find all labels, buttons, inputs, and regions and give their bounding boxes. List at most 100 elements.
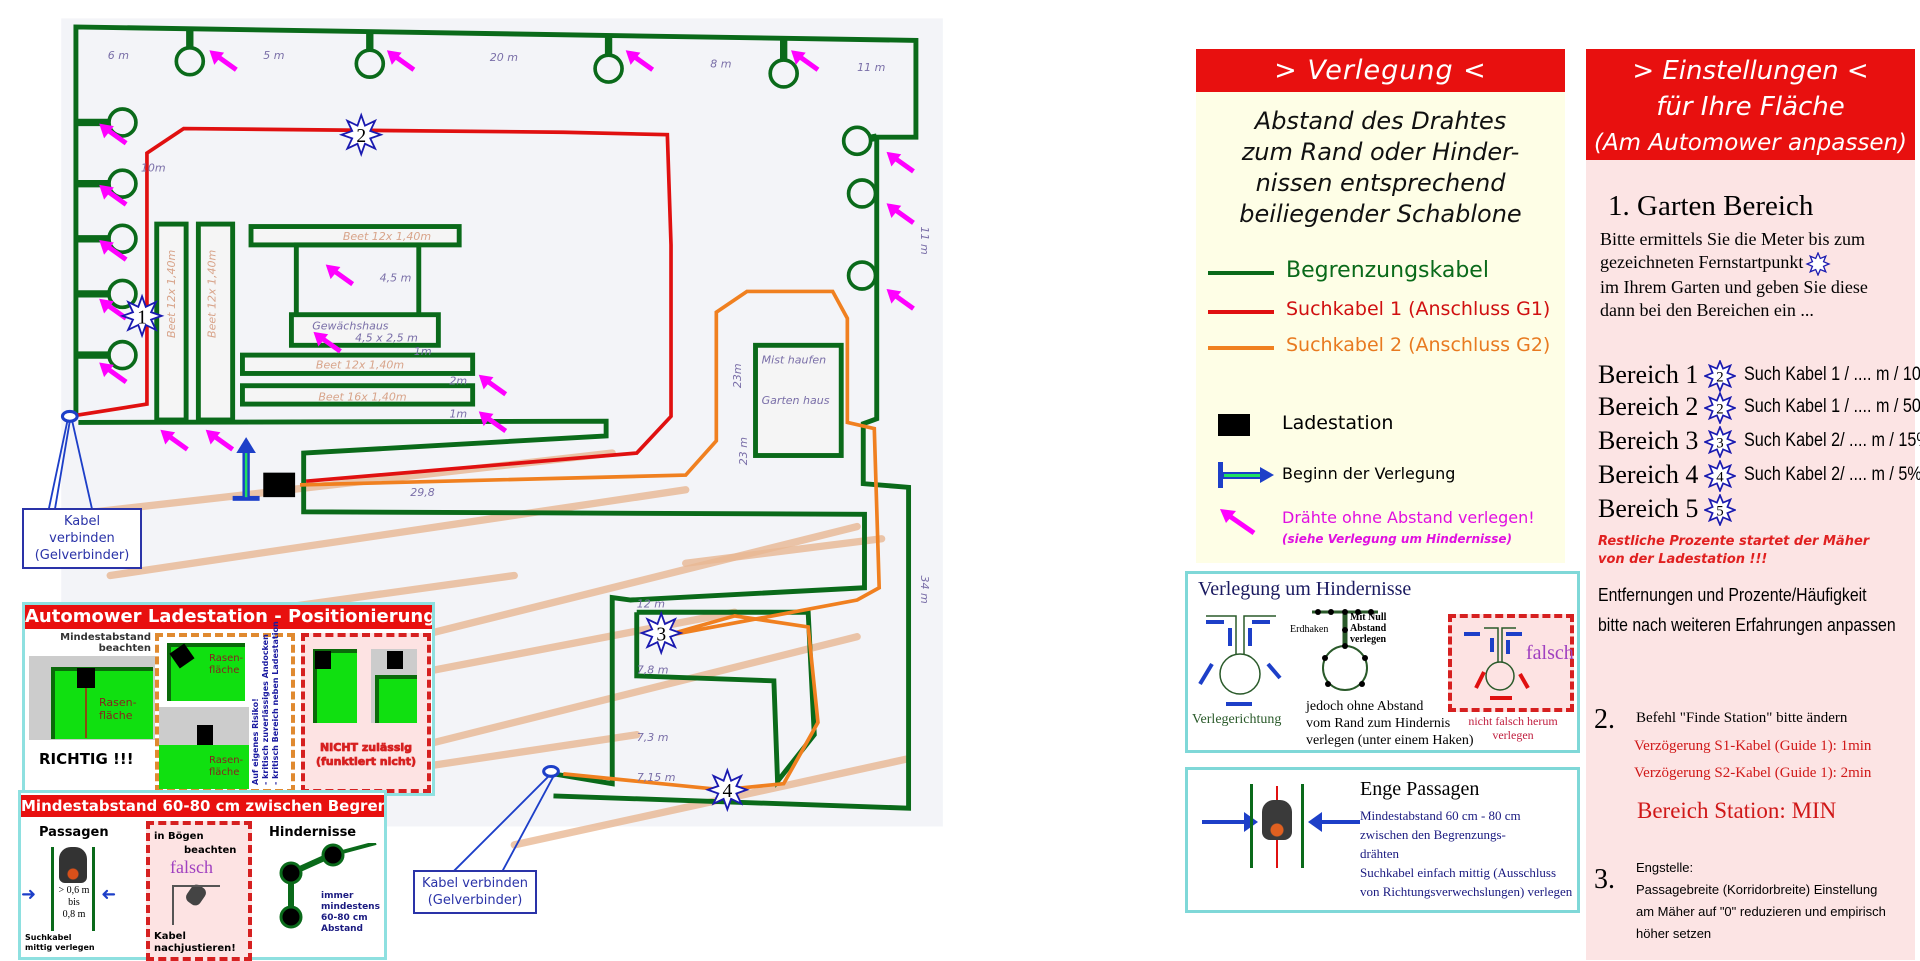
obstacle-loop [846, 178, 878, 209]
narrow-text: Mindestabstand 60 cm - 80 cm zwischen de… [1360, 806, 1572, 901]
no-gap-arrow-icon [478, 411, 508, 434]
text: verlegen (unter einem Haken) [1306, 733, 1474, 748]
section1-title: 1. Garten Bereich [1608, 190, 1814, 222]
section1-text: Bitte ermittels Sie die Meter bis zum ge… [1600, 228, 1868, 322]
obstacles-box-title: Verlegung um Hindernisse [1198, 578, 1412, 600]
text: - kritisch zuverlässiges Andocken [261, 634, 270, 785]
correct-loop-diagram [1198, 615, 1282, 706]
section2-title: Befehl "Finde Station" bitte ändern [1636, 710, 1848, 726]
correct-label: RICHTIG !!! [39, 750, 134, 768]
risk-note: Auf eigenes Risiko! - kritisch zuverläss… [251, 621, 281, 785]
no-gap-arrow-icon [386, 50, 416, 72]
text: Mindestabstand [60, 632, 151, 643]
connector-bottom-leader [501, 775, 555, 873]
mower-icon [59, 847, 87, 883]
text: Auf eigenes Risiko! [251, 698, 260, 785]
label: 6 m [108, 49, 129, 62]
narrow-passages-box: Enge Passagen Mindestabstand 60 cm - 80 … [1185, 767, 1580, 913]
text: > 0,6 m [58, 885, 90, 896]
text: drähten [1360, 846, 1399, 861]
text: fläche [209, 767, 240, 778]
text: zum Rand oder Hinder- [1241, 138, 1520, 166]
no-gap-note: (siehe Verlegung um Hindernisse) [1282, 532, 1513, 546]
guide-wire-2 [299, 289, 882, 792]
start-marker-icon [232, 437, 260, 501]
text: Verzögerung S2-Kabel (Guide 1): 2min [1634, 765, 1872, 781]
connector-left-callout: Kabel verbinden (Gelverbinder) [22, 508, 142, 569]
bed-vertical-1 [154, 221, 189, 423]
obstacle-loop [354, 48, 386, 79]
star-icon: 2 [1704, 360, 1736, 392]
area-label: Bereich 3 [1598, 426, 1699, 455]
obstacle-loop [107, 278, 138, 310]
star-number: 2 [1716, 370, 1723, 386]
text: Abstand des Drahtes [1254, 107, 1507, 135]
no-gap-arrow-icon [886, 288, 915, 311]
label: 23 m [737, 437, 750, 465]
star-number: 2 [1716, 402, 1723, 418]
text: Kabel [154, 931, 186, 942]
text: vom Rand zum Hindernis [1306, 716, 1451, 731]
label: Beet 12x 1,40m [343, 230, 431, 243]
garden-beds [154, 221, 844, 458]
section3-number: 3. [1594, 864, 1615, 895]
risk-example: Rasen-fläche Rasen-fläche Auf eigenes Ri… [155, 621, 295, 793]
lawn-area [375, 675, 417, 723]
arrow-left-icon: ➜ [101, 884, 117, 905]
label: 7,15 m [637, 771, 676, 784]
no-gap-arrow-icon [209, 50, 238, 72]
star-icon: 2 [338, 112, 384, 158]
area-value: Such Kabel 1 / .... m / 50% [1744, 396, 1920, 417]
hooks-label: Erdhaken [1290, 624, 1329, 635]
text: beiliegender Schablone [1239, 200, 1522, 228]
no-gap-arrow-icon [886, 203, 915, 225]
lawn-stripe [682, 535, 886, 567]
text: zwischen den Begrenzungs- [1360, 827, 1506, 842]
text: bitte nach weiteren Erfahrungen anpassen [1598, 615, 1896, 635]
panel-title: Mindestabstand 60-80 cm zwischen Begrenz… [21, 795, 384, 817]
label: 11 m [857, 61, 885, 74]
guide-wire-2-swatch [1208, 346, 1274, 350]
legend-intro: Abstand des Drahtes zum Rand oder Hinder… [1196, 106, 1565, 230]
boundary-inner [78, 418, 867, 787]
not-allowed-example: NICHT zulässig(funktiert nicht) [301, 633, 431, 793]
legend-title: > Verlegung < [1196, 49, 1565, 92]
no-gap-label: Drähte ohne Abstand verlegen! [1282, 508, 1535, 527]
label: 4,5 x 2,5 m [355, 332, 418, 345]
map-handwritten-labels: 6 m 5 m 20 m 8 m 11 m 10m 11 m Beet 12x … [108, 49, 931, 784]
arrow-left-head [1308, 812, 1322, 832]
no-gap-arrow-icon [99, 362, 128, 385]
text: von Richtungsverwechslungen) verlegen [1360, 884, 1573, 899]
star-icon: 3 [1704, 426, 1736, 458]
guide-wire-1-label: Suchkabel 1 (Anschluss G1) [1286, 298, 1551, 320]
boundary-wire [73, 24, 919, 811]
connector-left-icon [60, 409, 79, 423]
no-gap-arrow-icon [886, 151, 915, 174]
label: 4,5 m [380, 272, 412, 285]
section2-number: 2. [1594, 704, 1615, 735]
text: höher setzen [1636, 926, 1712, 941]
min-distance-panel: Mindestabstand 60-80 cm zwischen Begrenz… [18, 790, 387, 961]
area-label: Bereich 5 [1598, 494, 1699, 523]
station-area-setting: Bereich Station: MIN [1637, 798, 1837, 823]
narrow-title: Enge Passagen [1360, 778, 1480, 800]
arrow-right-icon [1202, 820, 1248, 824]
area-label: Bereich 1 [1598, 360, 1699, 389]
text: (Am Automower anpassen) [1593, 130, 1908, 156]
label: 20 m [490, 51, 518, 64]
text: jedoch ohne Abstand [1306, 699, 1424, 714]
arrow-right-icon: ➜ [21, 884, 37, 905]
star-icon [1805, 251, 1832, 277]
obstacle-loop [593, 53, 624, 84]
lawn-stripe [106, 486, 690, 580]
label: Beet 12x 1,40m [206, 250, 219, 338]
text: für Ihre Fläche [1656, 92, 1845, 122]
no-gap-arrow-icon [205, 429, 235, 452]
text: nachjustieren! [154, 943, 236, 954]
text: fläche [99, 709, 133, 722]
